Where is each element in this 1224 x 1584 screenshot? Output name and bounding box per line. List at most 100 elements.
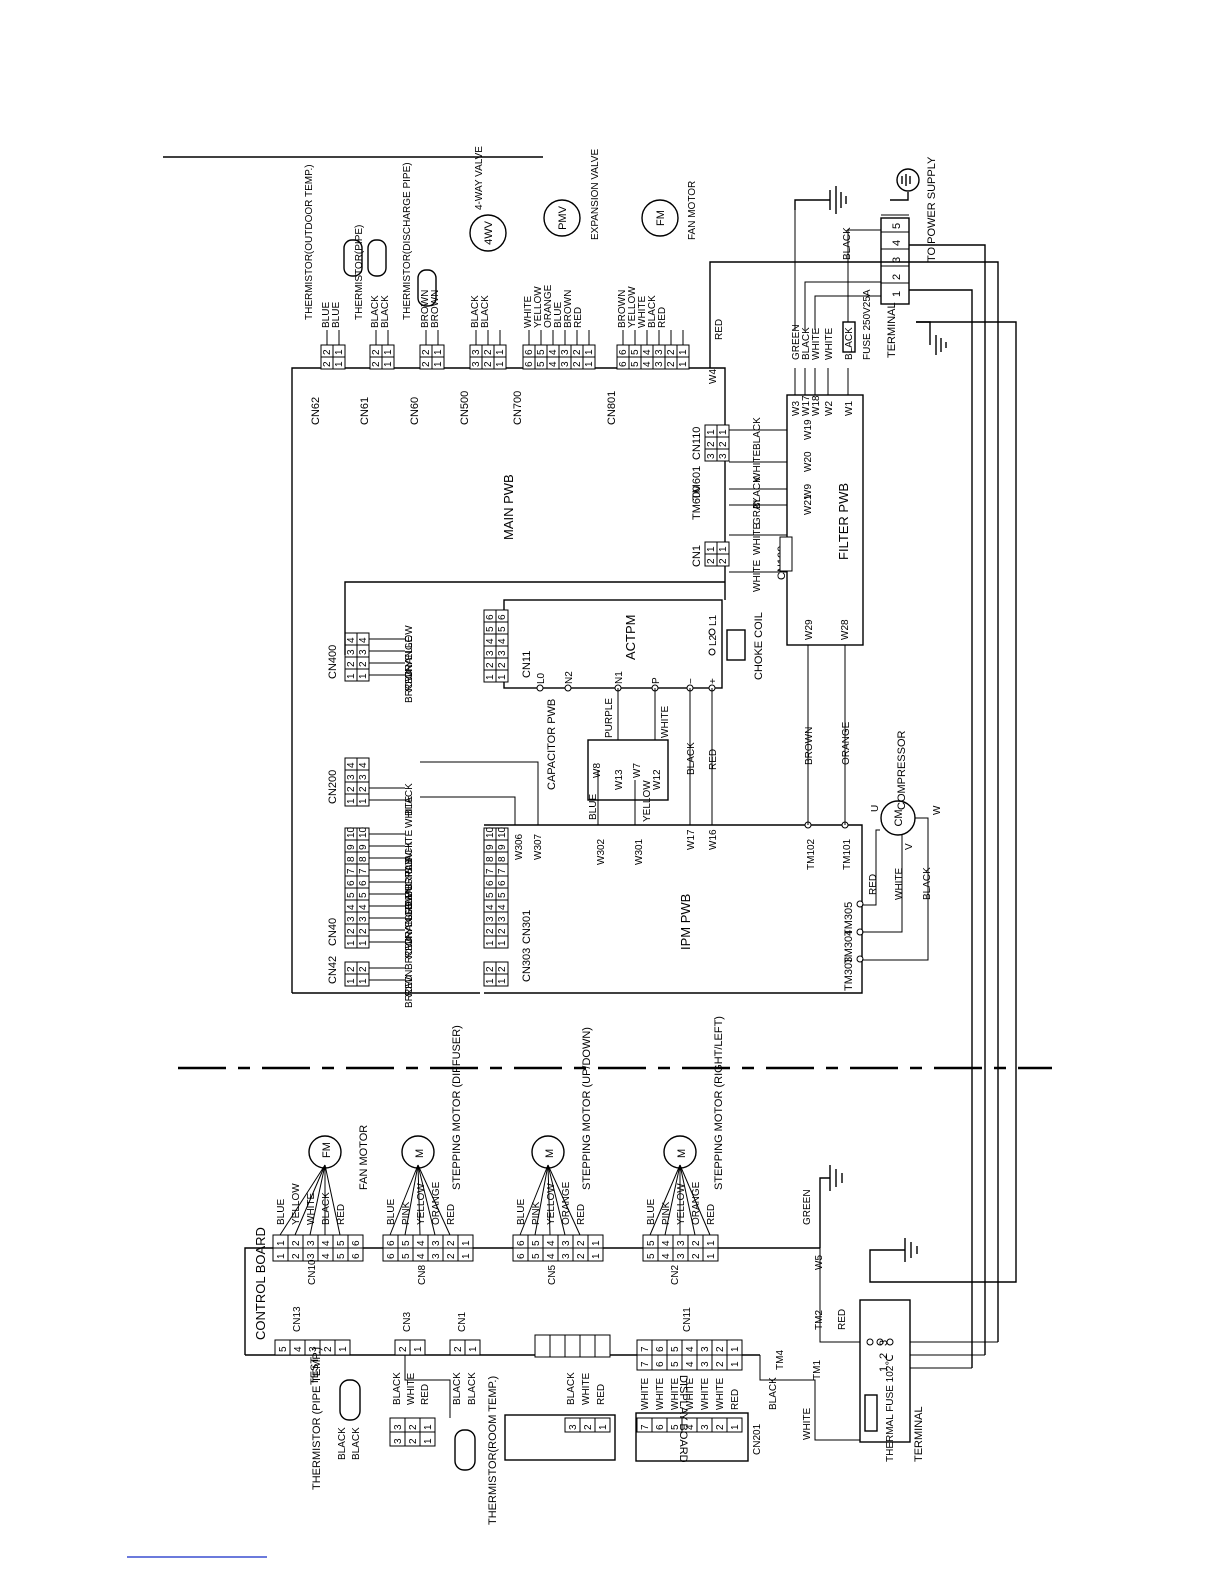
- motor-wire: RED: [336, 1204, 347, 1225]
- cn201-cell: [726, 1417, 743, 1433]
- therm-discharge-label: THERMISTOR(DISCHARGE PIPE): [402, 162, 413, 320]
- motor-wire: PINK: [531, 1201, 542, 1225]
- indoor-terminal-pin: 3: [878, 1340, 890, 1346]
- cn1-pin: 1: [718, 546, 729, 552]
- ipm-conn-pin: 4: [497, 904, 508, 910]
- cn400-bus: [344, 581, 725, 655]
- cn3-lead: [404, 1355, 451, 1418]
- ipm-tag: W306: [514, 833, 525, 860]
- motor-conn-pin: 6: [516, 1240, 527, 1246]
- cn13-pin: 1: [338, 1346, 349, 1352]
- top-conn-wire: BLACK: [647, 295, 658, 328]
- left-conn-pin: 1: [358, 798, 369, 804]
- top-conn-pin: 6: [618, 361, 629, 367]
- ipm-conn-pin: 2: [497, 966, 508, 972]
- ipm-conn-pin: 10: [485, 826, 496, 838]
- actpm-terminal: N2: [564, 671, 575, 684]
- motor-conn-pin: 1: [461, 1253, 472, 1259]
- therm-room-temp-label: THERMISTOR(ROOM TEMP.): [487, 1376, 499, 1525]
- cn1-pin: 2: [718, 558, 729, 564]
- therm-pipe-label: THERMISTOR(PIPE): [354, 225, 365, 320]
- ipm-conn-pin: 2: [485, 966, 496, 972]
- indoor-terminal-pin: 2: [878, 1353, 890, 1359]
- left-conn-pin: 4: [346, 762, 357, 768]
- motor-conn-pin: 5: [401, 1253, 412, 1259]
- filter-row-tag: W20: [803, 451, 814, 472]
- top-conn-name: CN700: [512, 391, 524, 425]
- pipe-conn-pin: 1: [423, 1424, 434, 1430]
- motor-conn-pin: 2: [291, 1240, 302, 1246]
- white-wire-t: [814, 295, 881, 330]
- cn1-pin: 1: [468, 1346, 479, 1352]
- left-conn-pin: 4: [358, 637, 369, 643]
- motor-wire: ORANGE: [561, 1181, 572, 1225]
- left-conn-pin: 4: [346, 637, 357, 643]
- top-conn-wire: YELLOW: [533, 286, 544, 328]
- indoor-terminal-label: TERMINAL: [913, 1406, 925, 1462]
- motor-wire: ORANGE: [431, 1181, 442, 1225]
- cap-blue: BLUE: [588, 794, 599, 820]
- left-conn-pin: 9: [358, 844, 369, 850]
- top-conn-pin: 2: [322, 361, 333, 367]
- top-conn-pin: 5: [630, 361, 641, 367]
- tm-tag: TM303: [843, 957, 855, 991]
- terminal-pin: 1: [891, 291, 903, 297]
- pipe-conn-pin: 1: [423, 1438, 434, 1444]
- cap-w7: W7: [632, 763, 643, 778]
- filter-row-label: BLACK: [752, 476, 763, 509]
- tag-black: BLACK: [768, 1377, 779, 1410]
- left-conn-pin: 1: [346, 673, 357, 679]
- ipm-conn-pin: 3: [497, 916, 508, 922]
- left-conn-wire: YELLOW: [404, 625, 415, 667]
- cn201-pin: 1: [730, 1424, 741, 1430]
- tm-dot: [856, 955, 864, 963]
- motor-lead: [404, 1164, 419, 1236]
- cn11-pin: 3: [700, 1346, 711, 1352]
- top-conn-pin: 1: [584, 361, 595, 367]
- motor-lead: [417, 1164, 421, 1236]
- four-way-valve-icon: [469, 214, 507, 252]
- thermal-fuse-icon: [864, 1394, 878, 1432]
- ipm-conn-name: CN11: [521, 651, 533, 678]
- ipm-conn-pin: 2: [485, 662, 496, 668]
- display-wire: WHITE: [685, 1377, 696, 1410]
- cn1-pin: 1: [706, 546, 717, 552]
- ipm-conn-pin: 8: [497, 856, 508, 862]
- ipm-conn-pin: 5: [497, 892, 508, 898]
- ipm-conn-cell: [495, 827, 509, 841]
- small-conn-pin: 3: [568, 1424, 579, 1430]
- top-conn-cell: [332, 356, 346, 370]
- filter-row-tag: W9: [803, 484, 814, 499]
- ipm-conn-pin: 1: [497, 674, 508, 680]
- left-conn-pin: 2: [346, 661, 357, 667]
- top-conn-pin: 2: [483, 349, 494, 355]
- pipe-conn-right: RED: [420, 1384, 431, 1405]
- actpm-label: ACTPM: [623, 615, 638, 661]
- top-conn-cell: [381, 356, 395, 370]
- motor-symbol: M: [414, 1149, 426, 1158]
- motor-conn-pin: 5: [531, 1240, 542, 1246]
- cap-w12: W12: [652, 769, 663, 790]
- top-conn-pin: 4: [642, 361, 653, 367]
- cn13-cell: [334, 1339, 351, 1356]
- top-conn-pin: 1: [584, 349, 595, 355]
- top-conn-pin: 3: [471, 361, 482, 367]
- display-wire: RED: [730, 1389, 741, 1410]
- terminal-pin: 4: [891, 240, 903, 246]
- pipe-conn-pin: 3: [393, 1438, 404, 1444]
- actpm-terminal: −: [686, 678, 697, 684]
- small-plug-cell: [549, 1334, 566, 1358]
- motor-conn-pin: 5: [336, 1240, 347, 1246]
- tag-green: GREEN: [802, 1189, 813, 1225]
- motor-conn-pin: 4: [661, 1240, 672, 1246]
- cn110-cell: [716, 448, 730, 462]
- pmv-symbol: PMV: [557, 205, 569, 230]
- top-conn-cell: [582, 356, 596, 370]
- left-conn-wire: GRAY: [404, 858, 415, 886]
- control-board-label: CONTROL BOARD: [253, 1227, 268, 1340]
- orange-label: ORANGE: [841, 721, 852, 765]
